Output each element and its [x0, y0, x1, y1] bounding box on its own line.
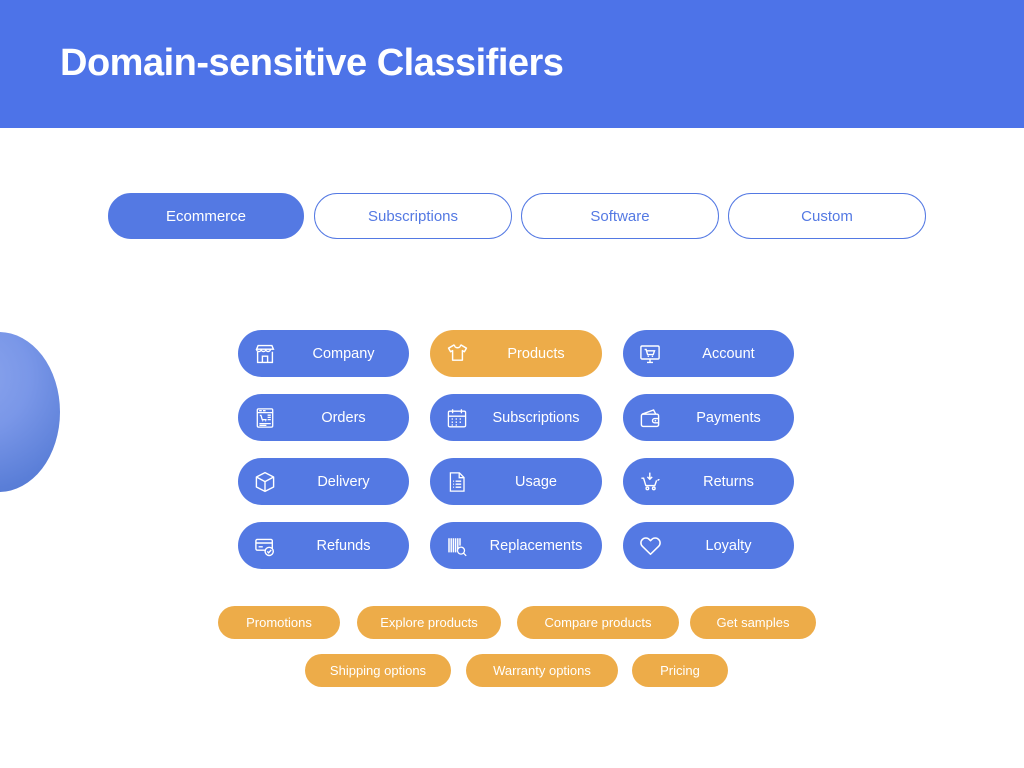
monitor-cart-icon: [623, 330, 677, 377]
chip-replacements[interactable]: Replacements: [430, 522, 602, 569]
chip-label: Returns: [703, 473, 754, 490]
chip-loyalty[interactable]: Loyalty: [623, 522, 794, 569]
tag-promotions[interactable]: Promotions: [218, 606, 340, 639]
chip-refunds[interactable]: Refunds: [238, 522, 409, 569]
barcode-search-icon: [430, 522, 484, 569]
chip-label: Delivery: [317, 473, 370, 490]
chip-label: Loyalty: [705, 537, 752, 554]
tag-label: Get samples: [716, 615, 790, 630]
chip-label: Replacements: [489, 537, 583, 554]
tab-label: Software: [590, 207, 650, 225]
tab-label: Ecommerce: [165, 207, 247, 225]
tag-label: Explore products: [380, 615, 478, 630]
tab-label: Custom: [801, 207, 853, 225]
calendar-icon: [430, 394, 484, 441]
chip-label: Usage: [515, 473, 557, 490]
document-list-icon: [430, 458, 484, 505]
chip-account[interactable]: Account: [623, 330, 794, 377]
chip-label: Refunds: [316, 537, 371, 554]
page-header: Domain-sensitive Classifiers: [0, 0, 1024, 128]
heart-icon: [623, 522, 677, 569]
decorative-sphere: [0, 332, 60, 492]
chip-payments[interactable]: Payments: [623, 394, 794, 441]
chip-label: Account: [702, 345, 755, 362]
storefront-icon: [238, 330, 292, 377]
tag-pricing[interactable]: Pricing: [632, 654, 728, 687]
box-icon: [238, 458, 292, 505]
tag-label: Compare products: [544, 615, 652, 630]
chip-label: Payments: [696, 409, 761, 426]
tag-label: Pricing: [660, 663, 700, 678]
page-title: Domain-sensitive Classifiers: [60, 42, 564, 84]
tshirt-icon: [430, 330, 484, 377]
tab-ecommerce[interactable]: Ecommerce: [108, 193, 304, 239]
tag-label: Warranty options: [493, 663, 591, 678]
tag-compare-products[interactable]: Compare products: [517, 606, 679, 639]
tag-warranty-options[interactable]: Warranty options: [466, 654, 618, 687]
tag-shipping-options[interactable]: Shipping options: [305, 654, 451, 687]
tab-label: Subscriptions: [367, 207, 459, 225]
chip-label: Subscriptions: [492, 409, 580, 426]
invoice-cart-icon: [238, 394, 292, 441]
tab-custom[interactable]: Custom: [728, 193, 926, 239]
tab-software[interactable]: Software: [521, 193, 719, 239]
tab-subscriptions[interactable]: Subscriptions: [314, 193, 512, 239]
chip-label: Orders: [321, 409, 366, 426]
chip-delivery[interactable]: Delivery: [238, 458, 409, 505]
chip-usage[interactable]: Usage: [430, 458, 602, 505]
tag-explore-products[interactable]: Explore products: [357, 606, 501, 639]
card-check-icon: [238, 522, 292, 569]
cart-return-icon: [623, 458, 677, 505]
chip-returns[interactable]: Returns: [623, 458, 794, 505]
tag-get-samples[interactable]: Get samples: [690, 606, 816, 639]
chip-subscriptions[interactable]: Subscriptions: [430, 394, 602, 441]
chip-label: Company: [312, 345, 375, 362]
domain-tab-bar: Ecommerce Subscriptions Software Custom: [0, 193, 1024, 239]
chip-company[interactable]: Company: [238, 330, 409, 377]
chip-label: Products: [507, 345, 565, 362]
wallet-icon: [623, 394, 677, 441]
tag-label: Promotions: [246, 615, 312, 630]
chip-products[interactable]: Products: [430, 330, 602, 377]
chip-orders[interactable]: Orders: [238, 394, 409, 441]
tag-label: Shipping options: [329, 663, 427, 678]
